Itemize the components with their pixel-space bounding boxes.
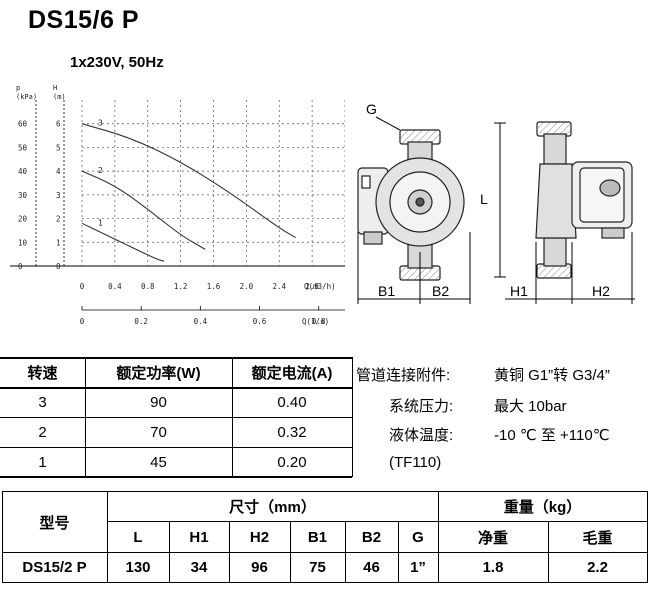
value-b1: 75 bbox=[309, 559, 326, 576]
speed-cell: 3 bbox=[38, 394, 47, 411]
curve-label-1: 1 bbox=[98, 218, 103, 227]
speed-cell: 2 bbox=[38, 424, 47, 441]
temp-value: -10 ℃ 至 +110℃ bbox=[494, 427, 610, 444]
x1-tick-label: 2.8 bbox=[305, 282, 319, 291]
header-rated-current: 额定电流(A) bbox=[251, 365, 333, 382]
speed-cell: 1 bbox=[38, 453, 47, 471]
x1-tick-label: 0.8 bbox=[141, 282, 155, 291]
value-gross-weight: 2.2 bbox=[587, 559, 608, 576]
x1-axis-label: Q(m3/h) bbox=[304, 282, 336, 291]
x1-tick-label: 1.6 bbox=[207, 282, 221, 291]
x2-tick-label: 0.4 bbox=[194, 317, 208, 326]
y1-tick-label: 20 bbox=[18, 215, 28, 224]
y2-tick-label: 3 bbox=[56, 191, 61, 200]
current-cell: 0.20 bbox=[277, 453, 307, 471]
chart-grid bbox=[81, 100, 345, 267]
chart-series bbox=[81, 123, 296, 262]
x2-tick-label: 0.8 bbox=[312, 317, 326, 326]
label-l: L bbox=[480, 191, 488, 207]
sub-header-gross-weight: 毛重 bbox=[582, 529, 613, 547]
value-b2: 46 bbox=[363, 559, 380, 576]
current-cell: 0.32 bbox=[277, 424, 307, 441]
sub-header-h1: H1 bbox=[189, 528, 209, 546]
curve-speed-3 bbox=[81, 123, 296, 239]
y1-tick-label: 40 bbox=[18, 167, 28, 176]
pump-side-view bbox=[535, 121, 633, 279]
pressure-label: 系统压力: bbox=[389, 398, 454, 415]
label-g: G bbox=[366, 101, 377, 117]
y2-tick-label: 0 bbox=[56, 262, 61, 271]
curve-speed-2 bbox=[81, 170, 206, 250]
label-h2: H2 bbox=[592, 283, 610, 299]
fitting-value: 黄铜 G1”转 G3/4” bbox=[494, 367, 610, 384]
power-cell: 45 bbox=[150, 453, 167, 471]
value-h2: 96 bbox=[251, 559, 268, 576]
value-net-weight: 1.8 bbox=[482, 559, 504, 576]
curve-speed-1 bbox=[81, 222, 165, 262]
y1-tick-label: 50 bbox=[18, 143, 28, 152]
value-h1: 34 bbox=[190, 559, 208, 576]
y1-tick-label: 30 bbox=[18, 191, 28, 200]
y1-tick-label: 60 bbox=[18, 120, 28, 129]
y1-axis-label: p(kPa) bbox=[16, 84, 37, 101]
x2-tick-label: 0.6 bbox=[253, 317, 267, 326]
model-header: 型号 bbox=[39, 514, 70, 532]
model-cell: DS15/2 P bbox=[22, 559, 87, 576]
power-cell: 70 bbox=[150, 424, 167, 441]
curve-label-3: 3 bbox=[98, 119, 103, 128]
value-l: 130 bbox=[125, 559, 151, 576]
pump-front-view bbox=[357, 129, 465, 281]
x1-tick-label: 0.4 bbox=[108, 282, 122, 291]
y2-axis-label: H(m) bbox=[53, 84, 66, 101]
y2-tick-label: 1 bbox=[56, 238, 61, 247]
sub-header-l: L bbox=[133, 528, 143, 546]
y2-tick-label: 2 bbox=[56, 215, 61, 224]
header-speed: 转速 bbox=[27, 365, 58, 382]
label-b2: B2 bbox=[432, 283, 449, 299]
x1-tick-label: 2.4 bbox=[272, 282, 286, 291]
sub-header-b2: B2 bbox=[361, 528, 382, 546]
dimension-lines bbox=[357, 116, 635, 304]
current-cell: 0.40 bbox=[277, 394, 307, 411]
y2-tick-label: 5 bbox=[56, 143, 61, 152]
y2-tick-label: 6 bbox=[56, 120, 61, 129]
curve-label-2: 2 bbox=[98, 166, 103, 175]
label-b1: B1 bbox=[378, 283, 395, 299]
sub-header-b1: B1 bbox=[307, 528, 328, 546]
size-header: 尺寸（mm） bbox=[229, 499, 316, 516]
sub-header-net-weight: 净重 bbox=[477, 529, 508, 547]
x2-axis-label: Q(1/s) bbox=[302, 317, 329, 326]
sub-header-g: G bbox=[412, 528, 424, 546]
sub-header-h2: H2 bbox=[249, 528, 270, 546]
fitting-label: 管道连接附件: bbox=[356, 367, 451, 384]
x2-tick-label: 0 bbox=[80, 317, 85, 326]
temp-note: (TF110) bbox=[389, 454, 442, 471]
x2-tick-label: 0.2 bbox=[134, 317, 148, 326]
chart-axes bbox=[10, 100, 345, 311]
y1-tick-label: 10 bbox=[18, 238, 28, 247]
y2-tick-label: 4 bbox=[56, 167, 61, 176]
y1-tick-label: 0 bbox=[18, 262, 23, 271]
value-g: 1” bbox=[410, 559, 426, 576]
x1-tick-label: 2.0 bbox=[240, 282, 254, 291]
weight-header: 重量（kg） bbox=[503, 499, 582, 516]
x1-tick-label: 0 bbox=[80, 282, 85, 291]
pressure-value: 最大 10bar bbox=[494, 398, 567, 415]
temp-label: 液体温度: bbox=[389, 427, 454, 444]
label-h1: H1 bbox=[510, 283, 528, 299]
product-title: DS15/6 P bbox=[28, 6, 140, 34]
x1-tick-label: 1.2 bbox=[174, 282, 188, 291]
pump-dimension-drawing: G L B1 B2 H1 H2 bbox=[357, 101, 635, 304]
power-supply-spec: 1x230V, 50Hz bbox=[70, 54, 164, 71]
header-rated-power: 额定功率(W) bbox=[116, 365, 201, 382]
power-cell: 90 bbox=[150, 394, 167, 411]
